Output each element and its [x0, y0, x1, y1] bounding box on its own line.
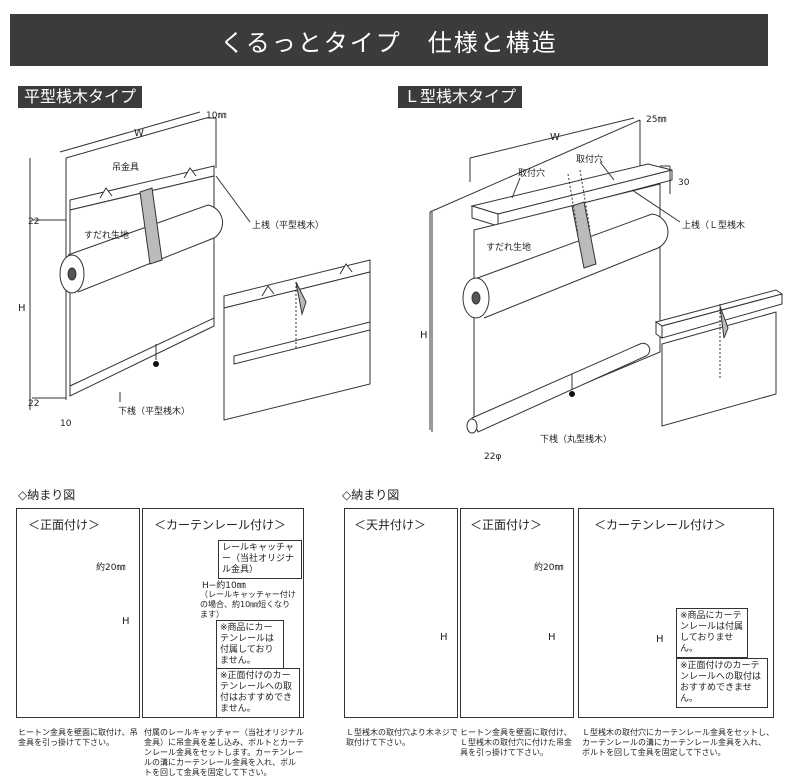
- page-title-banner: くるっとタイプ 仕様と構造: [10, 14, 768, 66]
- flat-10mm-label: 10㎜: [206, 111, 227, 121]
- flat-h-label: H: [18, 303, 26, 314]
- rail-note1: ※商品にカーテンレールは付属しておりません。: [216, 620, 284, 670]
- l-detail-drawing: [654, 289, 784, 427]
- l-bottom-rail-label: 下桟（丸型桟木）: [540, 435, 613, 445]
- flat-22b-label: 22: [28, 399, 40, 409]
- rail-h-sub: （レールキャッチャー付けの場合、約10㎜短くなります）: [200, 590, 296, 619]
- l-rail-note2: ※正面付けのカーテンレールへの取付はおすすめできません。: [676, 658, 768, 708]
- panel-l-rail-h: H: [656, 634, 664, 645]
- page-title: くるっとタイプ 仕様と構造: [220, 28, 558, 57]
- l-rail-note1: ※商品にカーテンレールは付属しておりません。: [676, 608, 748, 658]
- panel-front-h: H: [122, 616, 130, 627]
- flat-detail-drawing: [223, 259, 371, 421]
- panel-front-dim: 約20㎜: [96, 563, 126, 573]
- flat-blind-drawing: [29, 111, 251, 410]
- panel-l-front-dim: 約20㎜: [534, 563, 564, 573]
- panel-front-title: ＜正面付け＞: [28, 518, 101, 532]
- flat-hanger-label: 吊金具: [112, 163, 140, 173]
- panel-l-rail-title: ＜カーテンレール付け＞: [594, 518, 727, 532]
- l-hole1-label: 取付穴: [518, 169, 546, 179]
- panel-l-front-title: ＜正面付け＞: [470, 518, 543, 532]
- panel-l-front-h: H: [548, 632, 556, 643]
- caption-ceiling: Ｌ型桟木の取付穴より木ネジで取付けて下さい。: [346, 728, 458, 747]
- panel-front: [16, 508, 140, 718]
- caption-l-rail: Ｌ型桟木の取付穴にカーテンレール金具をセットし、カーテンレールの溝にカーテンレー…: [582, 728, 774, 757]
- flat-bottom-rail-label: 下桟（平型桟木）: [118, 407, 191, 417]
- flat-22a-label: 22: [28, 217, 40, 227]
- panel-l-front: [460, 508, 574, 718]
- rail-catcher-note: レールキャッチャー（当社オリジナル金具）: [218, 540, 302, 579]
- install-left-heading: ◇納まり図: [18, 488, 76, 502]
- panel-ceiling-title: ＜天井付け＞: [354, 518, 427, 532]
- flat-10b-label: 10: [60, 419, 72, 429]
- l-hole2-label: 取付穴: [576, 155, 604, 165]
- l-30-label: 30: [678, 178, 690, 188]
- l-25mm-label: 25㎜: [646, 115, 667, 125]
- l-22phi-label: 22φ: [484, 452, 502, 462]
- flat-w-label: W: [134, 128, 144, 139]
- rail-note2: ※正面付けのカーテンレールへの取付はおすすめできません。: [216, 668, 300, 718]
- caption-l-front: ヒートン金具を壁面に取付け、Ｌ型桟木の取付穴に付けた吊金具を引っ掛けて下さい。: [460, 728, 572, 757]
- panel-ceiling: [344, 508, 458, 718]
- panel-rail-title: ＜カーテンレール付け＞: [154, 518, 287, 532]
- flat-top-rail-label: 上桟（平型桟木）: [252, 221, 325, 231]
- l-type-tag: Ｌ型桟木タイプ: [398, 86, 523, 108]
- flat-fabric-label: すだれ生地: [84, 231, 130, 241]
- l-top-rail-label: 上桟（Ｌ型桟木: [682, 221, 746, 231]
- l-blind-drawing: [429, 117, 681, 434]
- l-h-label: H: [420, 330, 428, 341]
- install-right-heading: ◇納まり図: [342, 488, 400, 502]
- rail-h-note: H−約10㎜: [202, 581, 246, 591]
- panel-ceiling-h: H: [440, 632, 448, 643]
- caption-rail: 付属のレールキャッチャー（当社オリジナル金具）に吊金具を差し込み、ボルトとカーテ…: [144, 728, 304, 777]
- flat-type-tag: 平型桟木タイプ: [18, 86, 143, 108]
- caption-front: ヒートン金具を壁面に取付け、吊金具を引っ掛けて下さい。: [18, 728, 138, 747]
- l-fabric-label: すだれ生地: [486, 243, 532, 253]
- l-w-label: W: [550, 132, 560, 143]
